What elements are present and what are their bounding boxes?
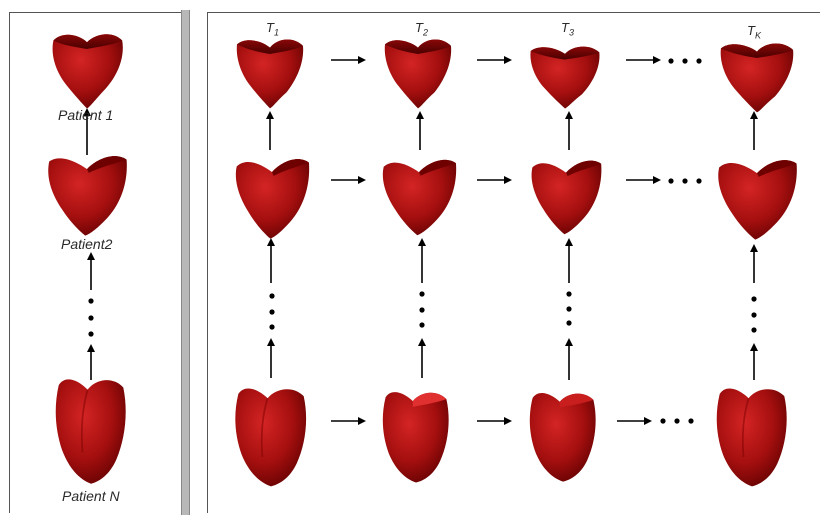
heart-row4-t2	[382, 392, 449, 483]
label-patient-2: Patient2	[61, 236, 113, 252]
heart-row1-t2	[384, 39, 452, 109]
label-time-3: T3	[561, 20, 574, 38]
patient-panel	[9, 12, 184, 513]
label-time-2: T2	[415, 20, 428, 38]
vertical-ellipsis-col1	[269, 293, 275, 330]
heart-row1-t3	[530, 46, 600, 109]
vertical-ellipsis-col3	[566, 291, 572, 326]
horizontal-ellipsis-row1	[668, 58, 702, 64]
vertical-ellipsis-col2	[419, 291, 425, 328]
time-grid-panel	[207, 12, 820, 513]
heart-row4-t1	[235, 388, 307, 487]
heart-row4-tk	[716, 388, 787, 487]
label-patient-1: Patient 1	[58, 107, 114, 123]
horizontal-ellipsis-row2	[668, 178, 702, 184]
heart-row2-t1	[235, 159, 310, 239]
vertical-ellipsis-colk	[751, 296, 757, 333]
label-time-k: TK	[747, 23, 761, 41]
heart-row2-t3	[531, 160, 602, 235]
vertical-ellipsis-left	[88, 298, 94, 337]
label-patient-n: Patient N	[62, 488, 120, 504]
heart-row4-t3	[529, 393, 596, 482]
horizontal-ellipsis-row4	[660, 418, 694, 424]
heart-patient-1	[52, 34, 123, 109]
heart-row1-tk	[720, 43, 794, 113]
heart-row2-t2	[382, 159, 457, 236]
label-time-1: T1	[266, 20, 279, 38]
heart-patient-n	[55, 379, 126, 484]
heart-row2-tk	[718, 160, 797, 240]
panel-divider	[181, 10, 190, 515]
heart-patient-2	[48, 156, 127, 236]
heart-row1-t1	[236, 39, 304, 109]
